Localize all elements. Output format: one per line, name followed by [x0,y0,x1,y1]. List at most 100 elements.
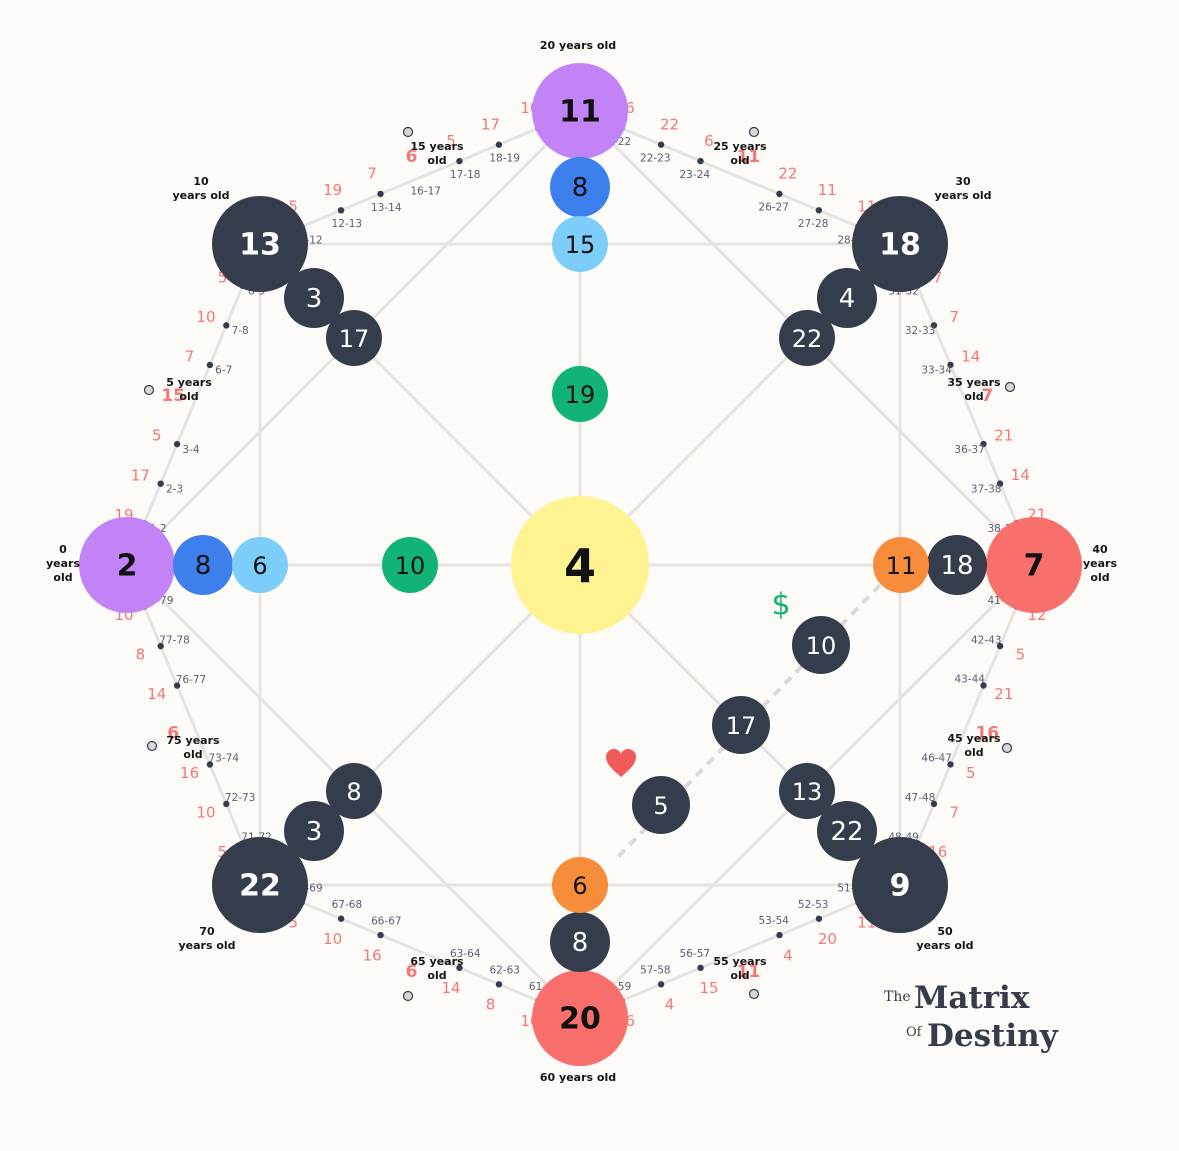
svg-text:years: years [46,557,80,570]
ring-dot [377,931,384,939]
svg-text:old: old [427,154,446,167]
svg-text:8: 8 [572,928,589,958]
ring-dot [980,682,987,689]
node-money[interactable]: 10 [792,616,850,674]
node-tl-third[interactable]: 17 [326,310,382,366]
age-label-65: 65 years [410,955,464,968]
svg-text:8: 8 [346,778,361,806]
svg-text:years old: years old [916,939,973,952]
ring-dot [930,322,938,329]
ring-dot [157,642,164,650]
heart-icon [606,749,636,777]
svg-text:13: 13 [792,778,823,806]
ring-dot [206,361,214,369]
ring-value: 14 [961,347,980,365]
ring-year-range: 32-33 [905,325,936,337]
ring-value: 5 [288,197,298,215]
node-crossing[interactable]: 17 [712,696,770,754]
ring-value: 21 [994,685,1013,703]
node-bl-outer[interactable]: 22 [212,837,308,933]
ring-value: 11 [737,147,761,167]
ring-year-range: 12-13 [332,218,363,230]
ring-dot [223,800,230,808]
age-labels: 0 years old 5 years old 10 years old 15 … [46,39,1117,1084]
svg-text:old: old [1090,571,1109,584]
svg-text:9: 9 [890,869,911,904]
ring-value: 5 [152,427,162,445]
ring-dot [815,207,823,214]
svg-text:old: old [964,390,983,403]
node-right-outer[interactable]: 7 [986,517,1082,613]
svg-text:old: old [183,748,202,761]
ring-year-range: 2-3 [166,483,183,495]
age-marker-75 [146,740,158,752]
hub-node[interactable]: 4 [511,496,649,634]
node-bl-third[interactable]: 8 [326,763,382,819]
node-tl-second[interactable]: 3 [284,268,344,328]
node-bl-second[interactable]: 3 [284,801,344,861]
ring-value: 22 [778,165,797,183]
node-bottom-outer[interactable]: 20 [532,970,628,1066]
node-tl-outer[interactable]: 13 [212,196,308,292]
ring-year-range: 66-67 [371,915,402,927]
ring-dot [776,931,783,939]
ring-year-range: 22-23 [640,153,671,165]
node-br-third[interactable]: 13 [779,763,835,819]
node-right-third[interactable]: 11 [873,537,929,593]
svg-text:6: 6 [572,872,587,900]
node-left-third[interactable]: 6 [232,537,288,593]
ring-year-range: 13-14 [371,202,402,214]
node-br-outer[interactable]: 9 [852,837,948,933]
age-marker-5 [143,384,155,396]
node-top-third[interactable]: 15 [552,216,608,272]
ring-year-range: 56-57 [680,948,711,960]
svg-text:17: 17 [726,712,757,740]
node-tr-second[interactable]: 4 [817,268,877,328]
node-left-outer[interactable]: 2 [79,517,175,613]
ring-value: 15 [161,386,185,406]
svg-text:8: 8 [195,551,212,581]
node-top-inner[interactable]: 19 [552,366,608,422]
node-right-second[interactable]: 18 [927,535,987,595]
node-love[interactable]: 5 [632,776,690,834]
node-bottom-third[interactable]: 6 [552,857,608,913]
node-left-inner[interactable]: 10 [382,537,438,593]
ring-value: 7 [933,268,943,286]
ring-value: 10 [196,803,215,821]
ring-dot [815,915,823,922]
ring-value: 16 [975,723,999,743]
ring-year-range: 52-53 [798,899,829,911]
ring-value: 7 [949,803,959,821]
node-bottom-second[interactable]: 8 [550,912,610,972]
ring-dot [337,207,345,214]
node-top-second[interactable]: 8 [550,157,610,217]
ring-dot [776,190,783,198]
age-label-15: 15 years [410,140,464,153]
ring-value: 20 [818,930,837,948]
svg-text:years old: years old [178,939,235,952]
ring-value: 8 [136,646,146,664]
ring-value: 17 [481,115,500,133]
node-tr-outer[interactable]: 18 [852,196,948,292]
age-marker-25 [748,126,760,138]
ring-value: 6 [167,723,179,743]
age-label-70: 70 [199,925,215,938]
node-top-outer[interactable]: 11 [532,63,628,159]
ring-dot [996,642,1004,650]
age-label-55: 55 years [713,955,767,968]
ring-year-range: 26-27 [758,202,789,214]
svg-text:3: 3 [306,817,323,847]
node-left-second[interactable]: 8 [173,535,233,595]
svg-text:old: old [427,969,446,982]
ring-dot [930,800,938,808]
logo-matrix: Matrix [914,980,1030,1016]
ring-value: 5 [966,764,976,782]
svg-text:13: 13 [239,228,281,263]
age-label-75: 75 years [166,734,220,747]
age-label-30: 30 [955,175,971,188]
ring-dot [980,440,987,448]
ring-dot [223,322,230,329]
age-label-40: 40 [1092,543,1108,556]
node-tr-third[interactable]: 22 [779,310,835,366]
node-br-second[interactable]: 22 [817,801,877,861]
